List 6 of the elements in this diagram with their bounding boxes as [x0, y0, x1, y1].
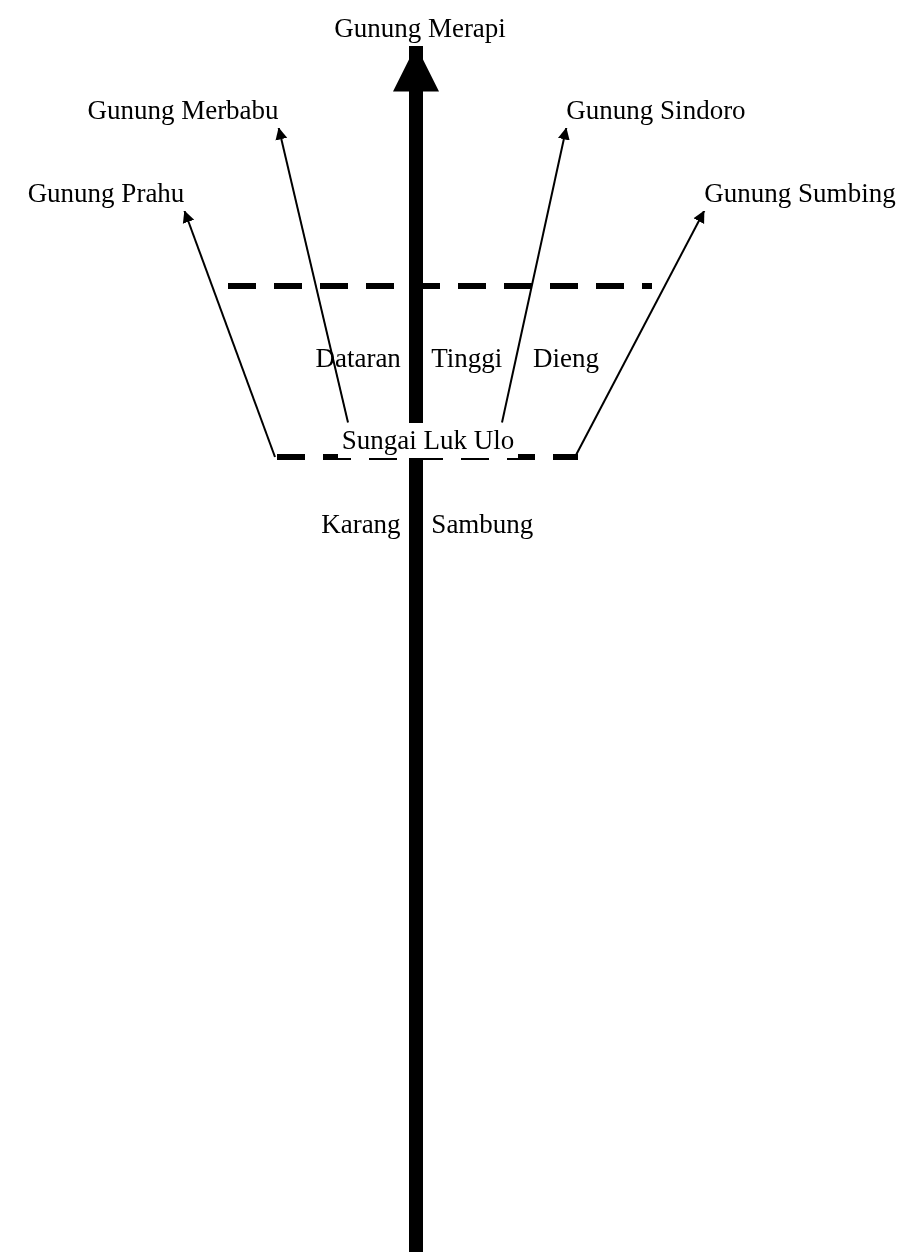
arrow: [501, 126, 570, 424]
region-label: Karang Sambung: [321, 508, 534, 540]
arrow: [182, 209, 276, 458]
arrow: [275, 126, 349, 424]
arrow: [393, 45, 439, 1252]
river-label: Sungai Luk Ulo: [337, 422, 519, 458]
